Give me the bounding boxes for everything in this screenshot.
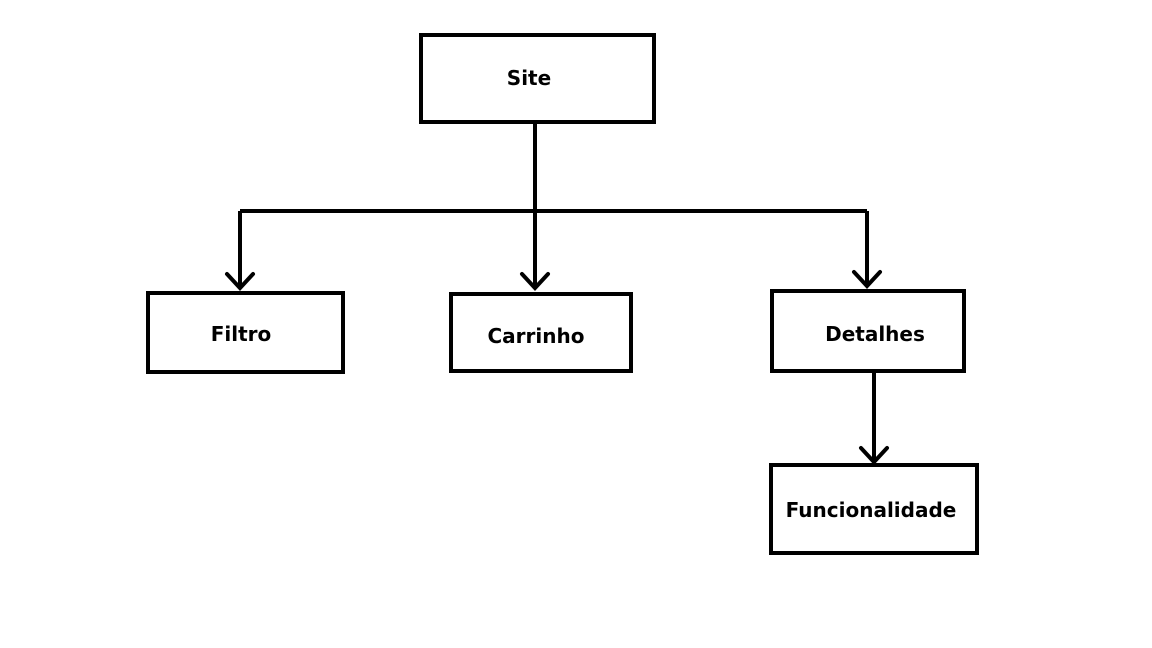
node-funcionalidade: Funcionalidade: [769, 463, 979, 555]
node-filtro: Filtro: [146, 291, 345, 374]
connectors: [238, 122, 876, 460]
arrowhead-carrinho: [520, 272, 550, 291]
node-detalhes: Detalhes: [770, 289, 966, 373]
arrowhead-funcionalidade: [859, 446, 889, 465]
node-carrinho-label: Carrinho: [488, 324, 585, 348]
node-carrinho: Carrinho: [449, 292, 633, 373]
node-filtro-box: [146, 291, 345, 374]
node-site: Site: [419, 33, 656, 124]
arrowhead-detalhes: [852, 270, 882, 289]
node-detalhes-label: Detalhes: [825, 322, 925, 346]
node-filtro-label: Filtro: [211, 322, 272, 346]
arrowhead-filtro: [225, 272, 255, 291]
node-funcionalidade-box: [769, 463, 979, 555]
arrowheads: [225, 270, 889, 465]
node-detalhes-box: [770, 289, 966, 373]
node-funcionalidade-label: Funcionalidade: [786, 498, 957, 522]
node-carrinho-box: [449, 292, 633, 373]
node-site-box: [419, 33, 656, 124]
node-site-label: Site: [507, 66, 551, 90]
